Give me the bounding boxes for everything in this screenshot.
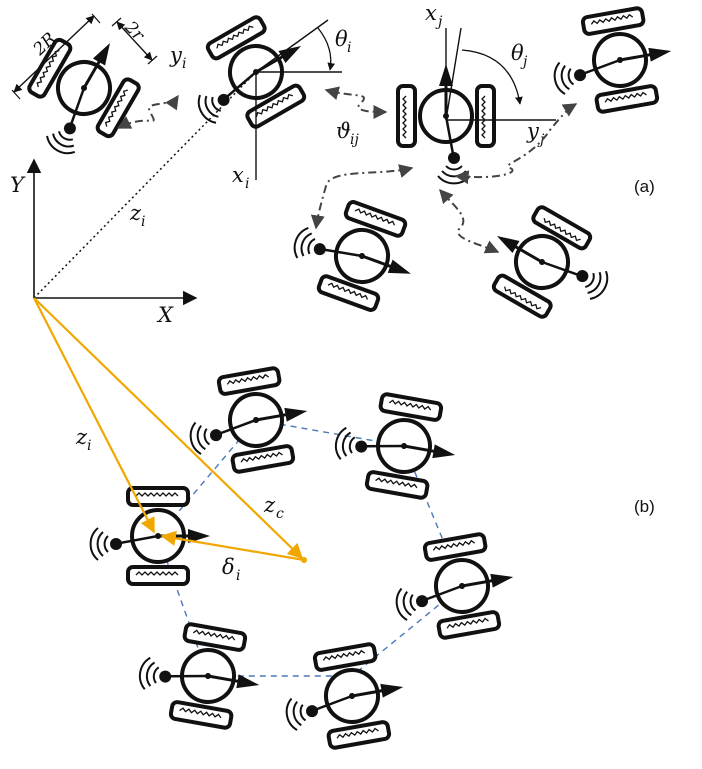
delta-i-sub: i (236, 568, 240, 584)
z-i-b: z (75, 425, 88, 449)
dimension-2r: 2r (111, 17, 158, 65)
robot-a-lower-right (470, 192, 627, 340)
formation-center-point (301, 557, 307, 563)
robot-b-1 (88, 486, 212, 586)
y-i-sub: i (182, 56, 186, 72)
z-i-a: z (129, 201, 142, 225)
vector-z-c (33, 297, 304, 560)
world-x-label: X (156, 303, 174, 327)
x-j-sub: j (435, 14, 443, 30)
delta-i: δ (222, 555, 235, 579)
robot-b-6 (131, 615, 270, 735)
z-c: z (263, 493, 276, 517)
communication-links (116, 86, 578, 254)
robot-i (171, 2, 328, 150)
vartheta-ij: ϑ (336, 119, 351, 143)
x-j: x (425, 1, 437, 25)
label-2r: 2r (120, 17, 149, 46)
theta-j: θ (511, 41, 524, 65)
world-y-label: Y (10, 173, 26, 197)
world-frame: Y X z i (10, 73, 255, 327)
vector-delta-i (160, 530, 305, 562)
theta-i: θ (335, 27, 348, 51)
relative-angle: ϑ ij (336, 119, 359, 148)
robot-annotated (6, 16, 154, 173)
x-i: x (232, 163, 244, 187)
panel-a: 2R 2r θ i y i x i θ (6, 1, 682, 340)
robot-b-4 (385, 527, 524, 647)
vartheta-ij-sub: ij (350, 132, 359, 148)
z-c-sub: c (276, 506, 284, 522)
position-vector-dotted (33, 73, 255, 299)
y-j: y (526, 119, 540, 143)
x-i-sub: i (245, 176, 249, 192)
robot-b-3 (327, 385, 466, 505)
robot-a-lower-left (280, 185, 430, 321)
theta-i-sub: i (347, 40, 351, 56)
theta-j-sub: j (520, 54, 528, 70)
panel-b-label: (b) (634, 497, 655, 516)
z-i-a-sub: i (141, 214, 145, 230)
z-i-b-sub: i (87, 438, 91, 454)
panel-a-label: (a) (634, 177, 655, 196)
y-i: y (169, 43, 183, 67)
frame-i: θ i y i x i (169, 19, 351, 192)
robot-a-right (543, 1, 682, 121)
robot-b-5 (275, 637, 414, 757)
formation-vectors (33, 297, 307, 563)
vector-z-i (33, 297, 155, 534)
panel-b: z i z c δ i (b) (33, 297, 655, 757)
